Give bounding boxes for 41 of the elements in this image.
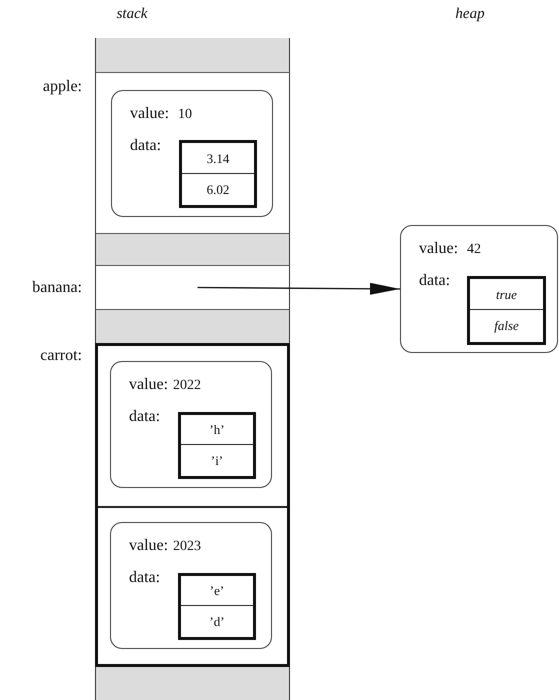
field-label: data:: [419, 272, 450, 290]
field-value: 42: [467, 242, 481, 258]
stack-padding: [95, 310, 290, 343]
field-value: 10: [178, 107, 192, 123]
cell-value: false: [494, 318, 519, 334]
field-label: value:: [129, 537, 168, 555]
cell-value: ’i’: [210, 452, 224, 468]
variable-name: carrot:: [40, 347, 82, 365]
variable-name: apple:: [42, 78, 82, 96]
field-label: value:: [129, 376, 168, 394]
stack-slot: [95, 72, 290, 234]
field-value: 2022: [173, 378, 201, 394]
field-label: data:: [129, 569, 160, 587]
cell-value: ’d’: [209, 614, 225, 630]
stack-padding: [95, 234, 290, 265]
cell-value: ’h’: [209, 422, 225, 438]
cell-value: 6.02: [206, 182, 230, 198]
variable-name: banana:: [32, 279, 82, 297]
array-box: [178, 573, 256, 640]
region-heading: stack: [116, 6, 148, 23]
array-box: [179, 140, 257, 208]
struct-box: [400, 225, 558, 353]
region-heading: heap: [455, 6, 485, 23]
field-value: 2023: [173, 539, 201, 555]
struct-box: [110, 522, 272, 649]
field-label: value:: [419, 240, 458, 258]
struct-box: [111, 90, 273, 217]
array-frame: [95, 343, 290, 667]
stack-padding: [95, 38, 290, 72]
pointer-arrow: [198, 282, 400, 295]
cell-value: true: [496, 286, 517, 302]
array-box: [178, 412, 256, 479]
cell-value: ’e’: [210, 583, 224, 599]
field-label: data:: [129, 408, 160, 426]
stack-padding: [95, 667, 290, 700]
cell-value: 3.14: [206, 150, 230, 166]
array-box: [467, 276, 546, 345]
field-label: data:: [130, 137, 162, 155]
struct-box: [110, 361, 272, 488]
field-label: value:: [130, 105, 170, 123]
stack-slot: [95, 265, 290, 310]
